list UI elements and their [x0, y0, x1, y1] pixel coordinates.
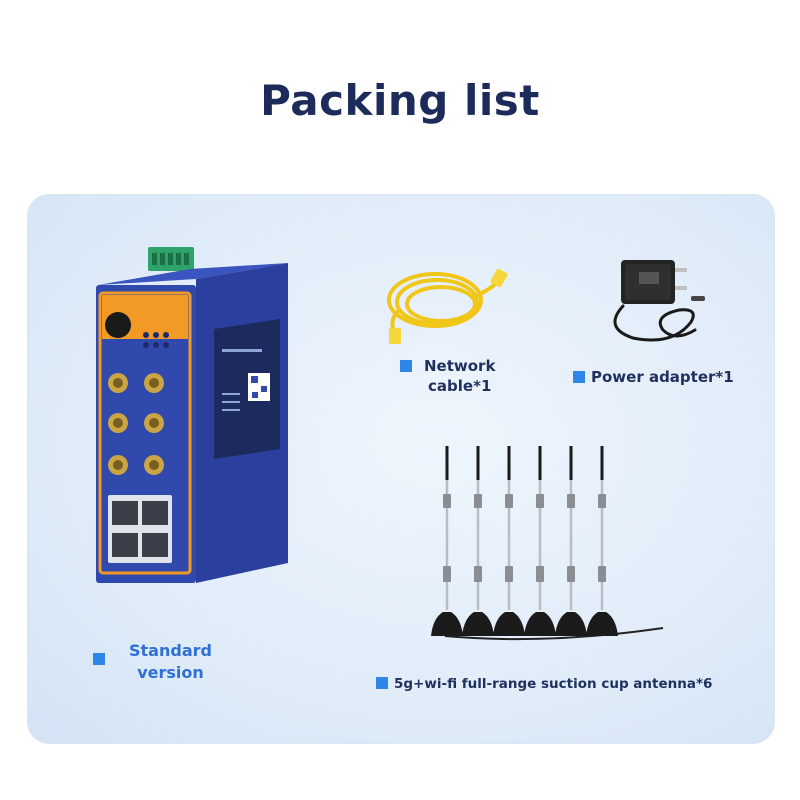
router-caption: Standard version	[93, 640, 212, 684]
bullet-square	[376, 677, 388, 689]
power-adapter-caption: Power adapter*1	[573, 367, 734, 387]
antenna-caption: 5g+wi-fi full-range suction cup antenna*…	[376, 674, 712, 694]
antenna-3	[493, 446, 525, 636]
antennas-image	[431, 446, 664, 641]
network-cable-caption: Network cable*1	[400, 356, 520, 396]
bullet-square	[93, 653, 105, 665]
antenna-6	[586, 446, 618, 636]
router-label-line1: Standard	[129, 641, 212, 660]
antenna-1	[431, 446, 463, 636]
network-cable-label-line2: cable*1	[428, 377, 492, 395]
page-title: Packing list	[260, 76, 540, 125]
bullet-square	[573, 371, 585, 383]
network-cable-image	[387, 268, 508, 344]
power-adapter-image	[613, 260, 705, 342]
antenna-2	[462, 446, 494, 636]
antenna-4	[524, 446, 556, 636]
network-cable-label-line1: Network	[424, 357, 496, 375]
antenna-5	[555, 446, 587, 636]
router-label-line2: version	[137, 663, 204, 682]
bullet-square	[400, 360, 412, 372]
power-adapter-label: Power adapter*1	[591, 368, 734, 386]
antenna-cable	[444, 627, 664, 641]
antenna-label: 5g+wi-fi full-range suction cup antenna*…	[394, 676, 713, 692]
router-image	[96, 247, 288, 583]
